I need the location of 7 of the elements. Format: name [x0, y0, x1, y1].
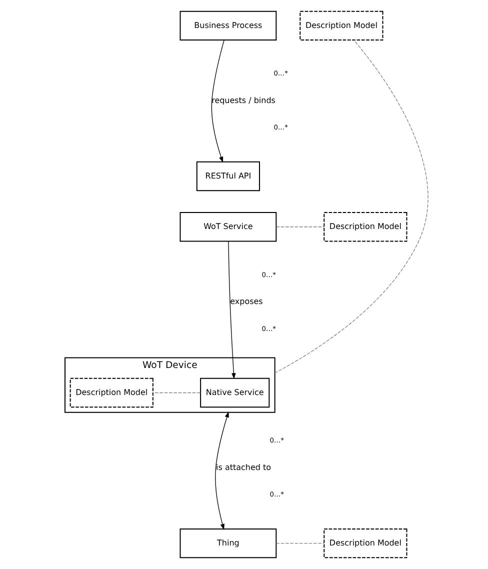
arrow — [228, 240, 236, 380]
connector — [274, 40, 428, 374]
arrow — [211, 40, 224, 163]
connector — [152, 392, 201, 394]
connector — [276, 542, 324, 544]
connector — [276, 226, 324, 228]
arrow — [215, 411, 229, 530]
